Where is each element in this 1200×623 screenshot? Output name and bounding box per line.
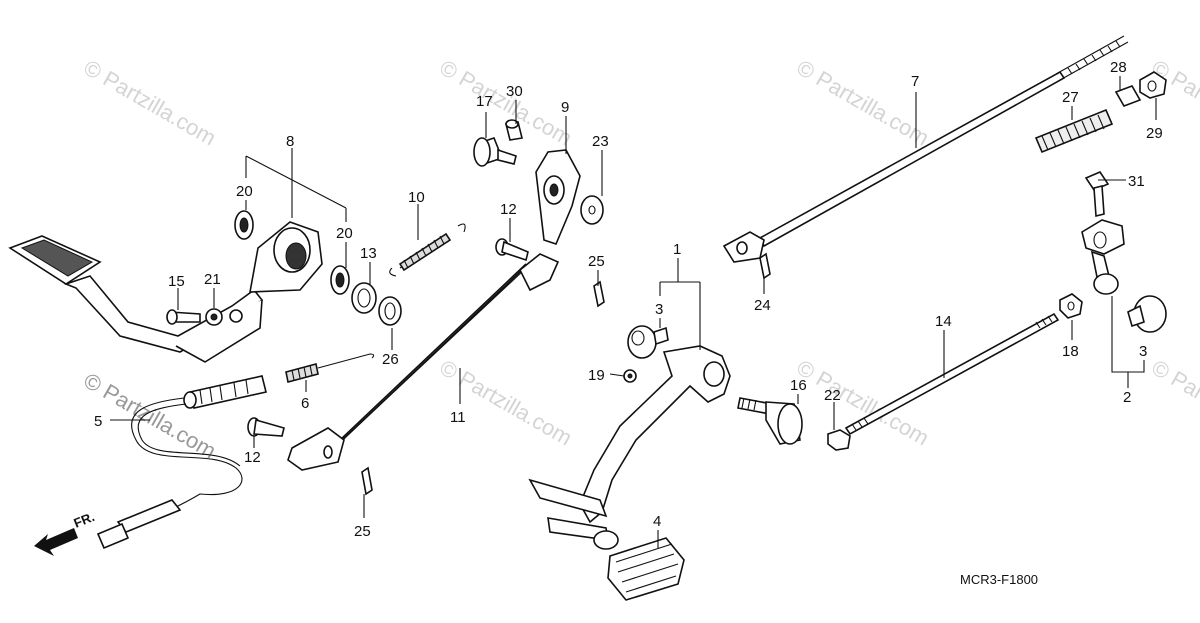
callout-18[interactable]: 18 bbox=[1062, 343, 1079, 360]
callout-16[interactable]: 16 bbox=[790, 377, 807, 394]
watermark: © Partzilla.com bbox=[436, 355, 577, 451]
callout-7[interactable]: 7 bbox=[911, 73, 919, 90]
brake-pedal[interactable] bbox=[8, 221, 323, 363]
nut-29[interactable] bbox=[1139, 71, 1167, 99]
washer-21[interactable] bbox=[205, 308, 243, 326]
spring-27[interactable] bbox=[1034, 108, 1114, 154]
callout-25[interactable]: 25 bbox=[354, 523, 371, 540]
callout-26[interactable]: 26 bbox=[382, 351, 399, 368]
callout-20[interactable]: 20 bbox=[236, 183, 253, 200]
callout-12[interactable]: 12 bbox=[500, 201, 517, 218]
cotter-pin-25-upper[interactable] bbox=[593, 280, 605, 308]
clip-28[interactable] bbox=[1114, 85, 1142, 107]
callout-14[interactable]: 14 bbox=[935, 313, 952, 330]
diagram-code: MCR3-F1800 bbox=[960, 572, 1038, 587]
callout-5[interactable]: 5 bbox=[94, 413, 102, 430]
shift-joint-3b[interactable] bbox=[1127, 295, 1167, 333]
nut-22[interactable] bbox=[827, 429, 851, 451]
watermark: © Partzilla.com bbox=[793, 355, 934, 451]
callout-29[interactable]: 29 bbox=[1146, 125, 1163, 142]
shift-rubber-4[interactable] bbox=[593, 530, 685, 601]
callout-24[interactable]: 24 bbox=[754, 297, 771, 314]
callout-31[interactable]: 31 bbox=[1128, 173, 1145, 190]
callout-28[interactable]: 28 bbox=[1110, 59, 1127, 76]
callout-6[interactable]: 6 bbox=[301, 395, 309, 412]
watermark: © Partzilla.com bbox=[1148, 355, 1200, 451]
callout-4[interactable]: 4 bbox=[653, 513, 661, 530]
watermark: © Partzilla.com bbox=[793, 55, 934, 151]
callout-13[interactable]: 13 bbox=[360, 245, 377, 262]
shift-joint-3a[interactable] bbox=[627, 325, 669, 359]
bolt-31[interactable] bbox=[1084, 171, 1110, 218]
callout-9[interactable]: 9 bbox=[561, 99, 569, 116]
pivot-bracket-9[interactable] bbox=[535, 149, 581, 245]
shift-arm-2[interactable] bbox=[1081, 219, 1125, 295]
shift-link-rod-7[interactable] bbox=[722, 35, 1129, 263]
callout-23[interactable]: 23 bbox=[592, 133, 609, 150]
callout-12[interactable]: 12 bbox=[244, 449, 261, 466]
bolt-12-lower[interactable] bbox=[247, 417, 285, 437]
callout-3[interactable]: 3 bbox=[1139, 343, 1147, 360]
spring-6[interactable] bbox=[285, 353, 375, 383]
callout-10[interactable]: 10 bbox=[408, 189, 425, 206]
callout-3[interactable]: 3 bbox=[655, 301, 663, 318]
pedal-pivot-bushing-left[interactable] bbox=[234, 210, 254, 240]
callout-15[interactable]: 15 bbox=[168, 273, 185, 290]
cotter-pin-25-lower[interactable] bbox=[361, 466, 373, 496]
stop-switch-5[interactable] bbox=[96, 375, 267, 550]
callout-25[interactable]: 25 bbox=[588, 253, 605, 270]
spring-10[interactable] bbox=[389, 223, 466, 277]
bolt-12-upper[interactable] bbox=[495, 238, 529, 262]
callout-30[interactable]: 30 bbox=[506, 83, 523, 100]
gearshift-pedal-1[interactable] bbox=[528, 345, 731, 541]
bolt-15[interactable] bbox=[166, 309, 201, 325]
pedal-pivot-bushing-right[interactable] bbox=[330, 265, 350, 295]
tie-rod-14[interactable] bbox=[844, 312, 1060, 436]
watermark: © Partzilla.com bbox=[436, 55, 577, 151]
pivot-bolt-16[interactable] bbox=[737, 397, 803, 445]
callout-21[interactable]: 21 bbox=[204, 271, 221, 288]
clip-26[interactable] bbox=[378, 296, 402, 326]
callout-20[interactable]: 20 bbox=[336, 225, 353, 242]
brake-rod-11[interactable] bbox=[287, 253, 560, 471]
washer-23[interactable] bbox=[580, 195, 604, 225]
nut-18[interactable] bbox=[1059, 293, 1083, 319]
front-direction-label: FR. bbox=[72, 509, 97, 531]
leader-lines bbox=[110, 76, 1157, 548]
callout-17[interactable]: 17 bbox=[476, 93, 493, 110]
washer-13[interactable] bbox=[351, 282, 377, 314]
nut-19[interactable] bbox=[623, 369, 637, 383]
callout-1[interactable]: 1 bbox=[673, 241, 681, 258]
callout-27[interactable]: 27 bbox=[1062, 89, 1079, 106]
callout-8[interactable]: 8 bbox=[286, 133, 294, 150]
watermark: © Partzilla.com bbox=[80, 55, 221, 151]
callout-19[interactable]: 19 bbox=[588, 367, 605, 384]
bolt-30[interactable] bbox=[505, 119, 523, 141]
callouts: 8 20 20 15 21 13 26 10 17 30 9 23 12 25 … bbox=[94, 59, 1163, 540]
callout-22[interactable]: 22 bbox=[824, 387, 841, 404]
cotter-pin-24[interactable] bbox=[759, 252, 771, 280]
pivot-collar-17[interactable] bbox=[473, 137, 517, 167]
callout-11[interactable]: 11 bbox=[450, 409, 466, 426]
callout-2[interactable]: 2 bbox=[1123, 389, 1131, 406]
front-direction-arrow: FR. bbox=[34, 509, 97, 556]
watermarks: © Partzilla.com © Partzilla.com © Partzi… bbox=[80, 55, 1200, 464]
